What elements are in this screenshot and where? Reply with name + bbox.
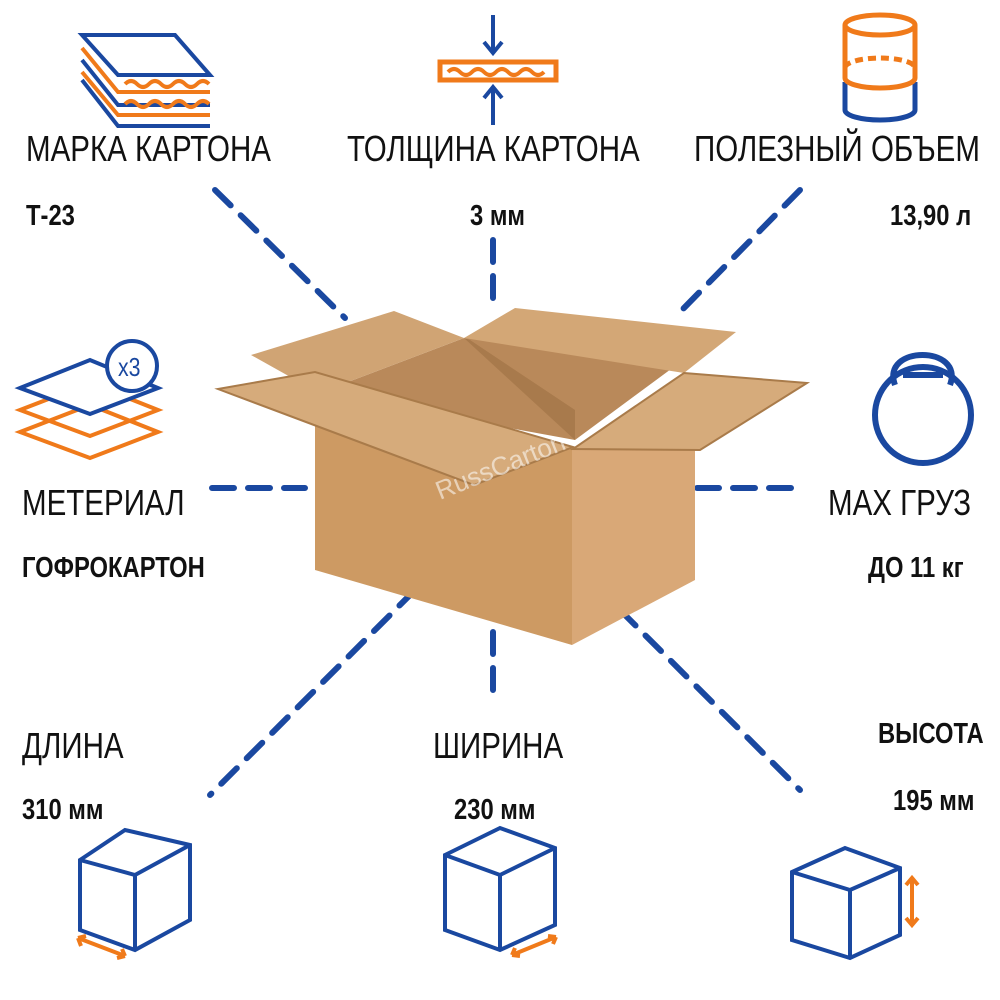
height-label: ВЫСОТА [878,718,984,750]
width-label: ШИРИНА [433,725,564,766]
max-load-value: ДО 11 кг [868,552,964,584]
thickness-label: ТОЛЩИНА КАРТОНА [347,128,640,169]
height-value: 195 мм [893,785,975,817]
layers-x3-icon [14,339,164,461]
length-label: ДЛИНА [22,725,124,766]
cube-length-icon [76,827,192,960]
material-value: ГОФРОКАРТОН [22,552,205,584]
corrugated-layers-icon [77,33,215,128]
cube-width-icon [443,825,558,958]
volume-label: ПОЛЕЗНЫЙ ОБЪЕМ [694,128,980,169]
cube-height-icon [790,845,920,961]
cylinder-volume-icon [842,12,918,123]
material-label: МЕТЕРИАЛ [22,482,185,523]
grade-label: МАРКА КАРТОНА [26,128,271,169]
layers-count-badge: x3 [118,352,141,382]
thickness-arrows-icon [437,15,559,125]
volume-value: 13,90 л [890,200,972,232]
width-value: 230 мм [454,794,536,826]
thickness-value: 3 мм [470,200,526,232]
grade-value: Т-23 [26,200,75,232]
kettlebell-icon [872,352,974,466]
length-value: 310 мм [22,794,104,826]
max-load-label: MAX ГРУЗ [828,482,972,523]
